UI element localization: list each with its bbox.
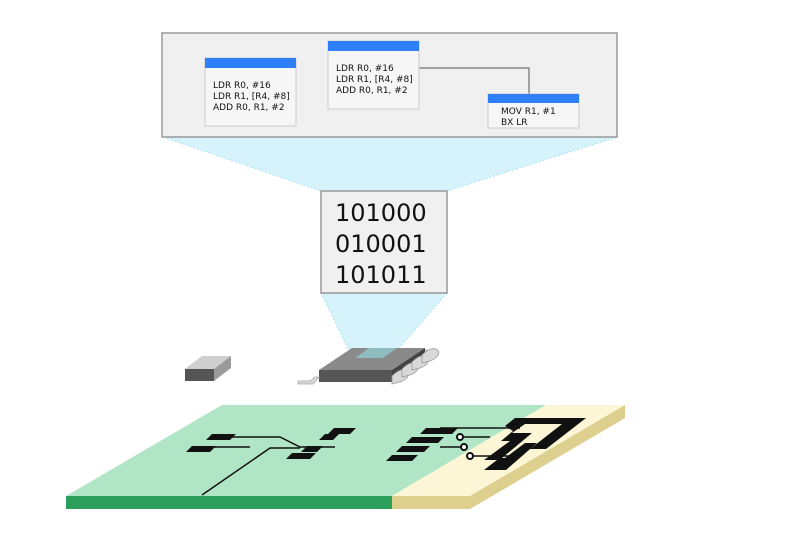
chip-pin — [421, 348, 440, 364]
code-block-1-body — [204, 57, 297, 127]
code-line: MOV R1, #1 — [501, 107, 556, 117]
pcb-via — [456, 433, 464, 441]
pcb-pad — [286, 453, 316, 459]
pcb-vias — [456, 433, 474, 460]
pcb-green-edge — [66, 496, 392, 509]
pcb-pad — [319, 434, 339, 440]
pcb-pad — [420, 428, 458, 434]
binary-line: 010001 — [335, 230, 427, 258]
pcb-antenna-trace — [484, 418, 586, 470]
pcb-via — [466, 452, 474, 460]
code-line: BX LR — [501, 118, 527, 128]
binary-line: 101011 — [335, 261, 427, 289]
chip-die-window — [355, 348, 397, 358]
lower-projection-beam — [321, 293, 447, 355]
pcb-pads-right — [386, 428, 458, 461]
smd-resistor — [185, 356, 231, 381]
disassembly-panel: LDR R0, #16 LDR R1, [R4, #8] ADD R0, R1,… — [161, 32, 618, 138]
binary-box-background — [320, 190, 448, 294]
code-block-3: MOV R1, #1 BX LR — [487, 93, 580, 129]
chip-front-face — [319, 370, 392, 382]
code-line: LDR R1, [R4, #8] — [213, 92, 290, 102]
pcb-pad — [301, 446, 323, 452]
pcb-pad — [206, 434, 236, 440]
code-block-3-header — [488, 94, 579, 103]
code-block-1: LDR R0, #16 LDR R1, [R4, #8] ADD R0, R1,… — [204, 57, 297, 127]
chip-side-pins — [391, 348, 440, 385]
upper-projection-beam — [163, 137, 617, 191]
pcb-pad — [328, 428, 356, 434]
code-line: ADD R0, R1, #2 — [213, 103, 285, 113]
block-connector-line — [419, 67, 530, 94]
pcb-pads-left — [186, 428, 356, 459]
pcb-trace — [201, 447, 300, 496]
code-block-2-header — [328, 41, 419, 51]
lower-beam-edge-right — [392, 292, 448, 356]
resistor-front-face — [185, 369, 214, 381]
code-block-1-header — [205, 58, 296, 68]
binary-box: 101000 010001 101011 — [320, 190, 448, 294]
binary-line: 101000 — [335, 199, 427, 227]
pcb-board — [66, 405, 625, 509]
pcb-via — [460, 443, 468, 451]
code-line: LDR R1, [R4, #8] — [336, 75, 413, 85]
pcb-right-edge — [470, 405, 625, 509]
chip-front-pins — [297, 376, 320, 385]
upper-beam-edge-right — [446, 136, 618, 192]
pcb-cream-edge — [392, 496, 470, 509]
pcb-pad — [386, 455, 418, 461]
resistor-top — [185, 356, 231, 369]
pcb-pad — [186, 446, 216, 452]
code-line: ADD R0, R1, #2 — [336, 86, 408, 96]
pcb-pad — [406, 437, 444, 443]
lower-beam-edge-left — [320, 292, 352, 356]
code-block-2: LDR R0, #16 LDR R1, [R4, #8] ADD R0, R1,… — [327, 40, 420, 110]
ic-chip — [297, 348, 440, 385]
code-block-2-body — [327, 40, 420, 110]
code-line: LDR R0, #16 — [336, 64, 394, 74]
resistor-right-face — [214, 356, 231, 381]
chip-pin — [297, 376, 320, 385]
pcb-pad — [396, 446, 430, 452]
chip-top-surface — [319, 348, 425, 370]
code-line: LDR R0, #16 — [213, 81, 271, 91]
